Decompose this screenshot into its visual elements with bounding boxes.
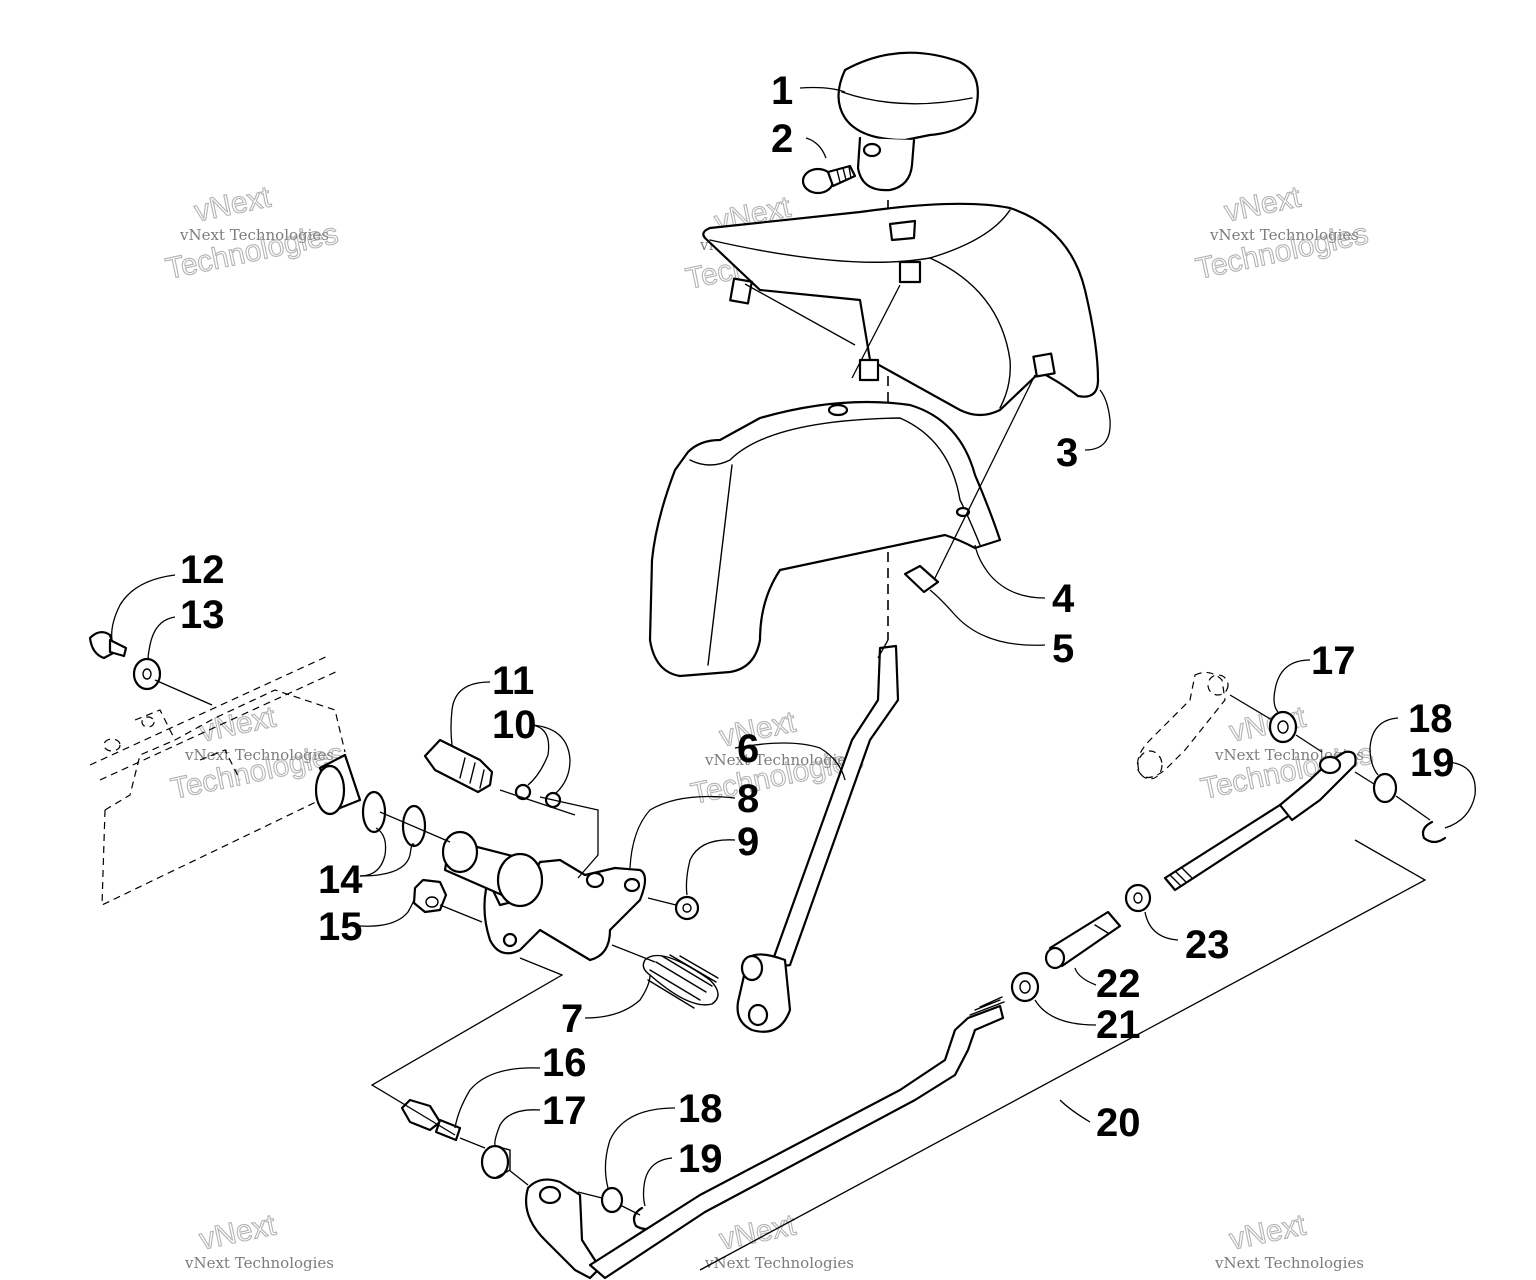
watermark-text-large: vNext (197, 700, 280, 748)
shift-cover-lower (648, 400, 1002, 678)
watermark-group: vNext vNext Technologies Technologies vN… (162, 180, 1376, 1272)
callout-9: 9 (737, 820, 759, 864)
callout-1: 1 (771, 69, 793, 113)
watermark-text-small: vNext Technologies (704, 1254, 854, 1272)
callout-18-lower: 18 (678, 1087, 723, 1131)
mount-bolt (88, 631, 128, 660)
callout-7: 7 (561, 997, 583, 1041)
callout-19-upper: 19 (1410, 741, 1455, 785)
rod-coupler (1044, 910, 1122, 970)
callout-11: 11 (492, 659, 534, 703)
lever-nut (674, 895, 700, 921)
callout-16: 16 (542, 1041, 587, 1085)
callout-14: 14 (318, 858, 363, 902)
watermark-text-small: vNext Technologies (704, 751, 854, 769)
watermark-text-large: vNext (192, 180, 275, 228)
linkage-arm (1136, 671, 1229, 780)
spring (642, 954, 719, 1009)
shift-rod (588, 996, 1005, 1280)
callout-10: 10 (492, 703, 537, 747)
rod-jam-nut (1010, 971, 1040, 1003)
callout-15: 15 (318, 905, 363, 949)
callout-17-upper: 17 (1311, 639, 1356, 683)
callout-18-upper: 18 (1408, 697, 1453, 741)
rod-end-upper (1163, 750, 1357, 892)
shift-lever (736, 644, 900, 1033)
watermark: vNext vNext Technologies (704, 1208, 854, 1272)
callout-23: 23 (1185, 923, 1230, 967)
watermark-text-small: vNext Technologies (184, 746, 334, 764)
rod-end-lower (524, 1178, 602, 1280)
watermark-text-small: vNext Technologies (184, 1254, 334, 1272)
callout-6: 6 (737, 727, 759, 771)
watermark: vNext vNext Technologies Technologies (162, 180, 341, 287)
pivot-bushings (314, 753, 427, 848)
callout-20: 20 (1096, 1101, 1141, 1145)
stud-pin (423, 738, 494, 794)
rod-washer-lower (600, 1186, 624, 1214)
watermark: vNext vNext Technologies (184, 1208, 334, 1272)
watermark-text-large: vNext (1222, 180, 1305, 228)
callout-13: 13 (180, 593, 225, 637)
callout-22: 22 (1096, 962, 1141, 1006)
watermark: vNext vNext Technologies (1214, 1208, 1364, 1272)
frame-outline (89, 654, 346, 906)
watermark-text-large: vNext (1227, 1208, 1310, 1256)
rod-bushing-lower (480, 1144, 511, 1180)
callout-labels: 1 2 3 4 5 6 7 8 9 10 11 12 13 14 15 16 1… (180, 69, 1455, 1181)
mount-washer (132, 657, 162, 691)
callout-19-lower: 19 (678, 1137, 723, 1181)
rod-bushing-upper (1268, 710, 1298, 744)
watermark-text-small: vNext Technologies (1214, 1254, 1364, 1272)
knob-screw (801, 164, 857, 195)
callout-12: 12 (180, 548, 225, 592)
callout-17-lower: 17 (542, 1089, 587, 1133)
watermark: vNext vNext Technologies Technologies (1197, 700, 1376, 807)
shift-cover-upper (702, 202, 1100, 417)
rod-clip-upper (1421, 820, 1447, 844)
shift-knob (837, 51, 979, 192)
pivot-shaft (441, 830, 544, 908)
callout-4: 4 (1052, 577, 1075, 621)
callout-5: 5 (1052, 627, 1074, 671)
pivot-bracket (483, 858, 647, 962)
callout-leaders (111, 86, 1476, 1207)
cover-bushing (903, 564, 940, 594)
watermark-text-small: vNext Technologies (179, 226, 329, 244)
watermark-text-small: vNext Technologies (1209, 226, 1359, 244)
watermark-text-large: vNext (197, 1208, 280, 1256)
rod-washer-upper (1372, 772, 1398, 804)
pivot-nut (412, 878, 448, 914)
o-rings-small (514, 783, 562, 809)
callout-8: 8 (737, 777, 759, 821)
callout-2: 2 (771, 117, 793, 161)
coupler-nut (1124, 883, 1152, 913)
assembly-guide-lines (154, 283, 1431, 1271)
watermark-text-large: vNext (717, 1208, 800, 1256)
callout-21: 21 (1096, 1003, 1141, 1047)
callout-3: 3 (1056, 431, 1078, 475)
watermark: vNext vNext Technologies Technologies (1192, 180, 1371, 287)
